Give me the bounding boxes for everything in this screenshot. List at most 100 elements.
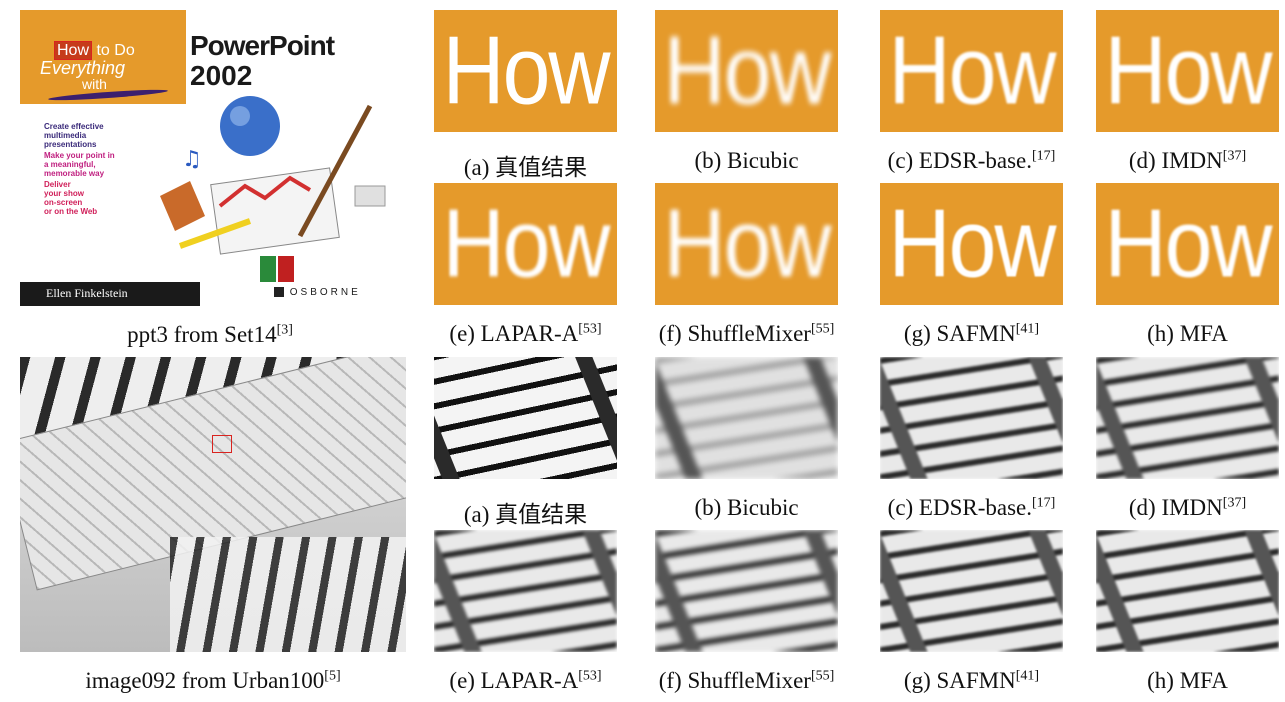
how-crop-tile: How — [880, 10, 1063, 132]
method-caption: (g) SAFMN[41] — [850, 668, 1093, 694]
cover-product: PowerPoint — [190, 30, 335, 61]
urban-caption-ref: [5] — [324, 668, 341, 684]
cover-bullet-line: on-screen — [44, 198, 83, 207]
cover-bullet-line: a meaningful, — [44, 160, 96, 169]
cover-image: How to Do Everything with PowerPoint 200… — [20, 10, 400, 306]
how-crop-tile: How — [434, 183, 617, 305]
cover-caption: ppt3 from Set14[3] — [20, 322, 400, 348]
how-crop-text: How — [442, 17, 610, 125]
cover-year: 2002 — [190, 60, 253, 91]
method-label: (d) IMDN — [1128, 495, 1223, 520]
method-label: (h) MFA — [1147, 668, 1228, 693]
method-label: (h) MFA — [1147, 321, 1228, 346]
method-ref: [55] — [810, 321, 835, 337]
stripe-crop-tile — [880, 530, 1063, 652]
how-crop-tile: How — [880, 183, 1063, 305]
method-label: (f) ShuffleMixer — [658, 321, 811, 346]
method-caption: (h) MFA — [1066, 321, 1285, 347]
method-caption: (f) ShuffleMixer[55] — [625, 668, 868, 694]
how-crop-text: How — [888, 17, 1056, 125]
svg-text:♫: ♫ — [182, 147, 202, 172]
publisher-logo-icon — [274, 287, 284, 298]
stripe-crop-tile — [655, 530, 838, 652]
method-label: (b) Bicubic — [694, 148, 799, 173]
cover-bullet-line: Create effective — [44, 122, 104, 131]
cover-publisher: OSBORNE — [274, 287, 361, 298]
method-label: (g) SAFMN — [903, 321, 1016, 346]
stripe-crop-tile — [434, 530, 617, 652]
cover-everything: Everything — [40, 58, 126, 78]
method-caption: (e) LAPAR-A[53] — [404, 668, 647, 694]
method-label: (a) 真值结果 — [463, 155, 588, 180]
method-ref: [41] — [1015, 668, 1040, 684]
cover-author-bar: Ellen Finkelstein — [20, 282, 200, 306]
method-label: (d) IMDN — [1128, 148, 1223, 173]
method-caption: (c) EDSR-base.[17] — [850, 495, 1093, 521]
method-ref: [55] — [810, 668, 835, 684]
cover-caption-ref: [3] — [276, 322, 293, 338]
method-label: (c) EDSR-base. — [887, 495, 1033, 520]
method-label: (b) Bicubic — [694, 495, 799, 520]
stripe-crop-tile — [655, 357, 838, 479]
stripe-crop-tile — [1096, 530, 1279, 652]
cover-bullet-line: or on the Web — [44, 207, 98, 216]
how-crop-tile: How — [1096, 183, 1279, 305]
method-ref: [17] — [1032, 148, 1056, 164]
cover-bullet-line: Make your point in — [44, 151, 115, 160]
urban-lower-columns — [170, 537, 406, 652]
cover-to-do: to Do — [96, 42, 135, 59]
how-crop-text: How — [663, 190, 831, 298]
method-caption: (g) SAFMN[41] — [850, 321, 1093, 347]
how-crop-tile: How — [434, 10, 617, 132]
method-label: (a) 真值结果 — [463, 502, 588, 527]
urban-caption: image092 from Urban100[5] — [20, 668, 406, 694]
cover-publisher-name: OSBORNE — [289, 287, 361, 298]
method-ref: [37] — [1222, 495, 1247, 511]
method-caption: (b) Bicubic — [625, 148, 868, 174]
cover-bullet-line: multimedia — [44, 131, 87, 140]
cover-author: Ellen Finkelstein — [46, 286, 128, 300]
cover-bullet-line: Deliver — [44, 180, 71, 189]
how-crop-text: How — [888, 190, 1056, 298]
method-caption: (a) 真值结果 — [404, 495, 647, 529]
method-caption: (c) EDSR-base.[17] — [850, 148, 1093, 174]
urban-caption-text: image092 from Urban100 — [85, 668, 325, 693]
cover-how: How — [54, 41, 93, 60]
method-label: (e) LAPAR-A — [449, 668, 579, 693]
cover-illustration: ♫ — [160, 96, 386, 282]
urban-image — [20, 357, 406, 652]
how-crop-text: How — [1104, 17, 1272, 125]
method-ref: [17] — [1032, 495, 1056, 511]
stripe-crop-tile — [1096, 357, 1279, 479]
how-crop-tile: How — [1096, 10, 1279, 132]
cover-bullet-line: your show — [44, 189, 85, 198]
how-crop-text: How — [442, 190, 610, 298]
method-caption: (d) IMDN[37] — [1066, 148, 1285, 174]
stripe-crop-tile — [880, 357, 1063, 479]
method-label: (e) LAPAR-A — [449, 321, 579, 346]
cover-caption-text: ppt3 from Set14 — [127, 322, 277, 347]
how-crop-text: How — [1104, 190, 1272, 298]
method-caption: (f) ShuffleMixer[55] — [625, 321, 868, 347]
method-caption: (d) IMDN[37] — [1066, 495, 1285, 521]
cover-with: with — [82, 76, 107, 92]
cover-bullet-line: memorable way — [44, 169, 105, 178]
cover-bullet-line: presentations — [44, 140, 97, 149]
method-caption: (a) 真值结果 — [404, 148, 647, 182]
method-caption: (e) LAPAR-A[53] — [404, 321, 647, 347]
method-label: (g) SAFMN — [903, 668, 1016, 693]
how-crop-tile: How — [655, 10, 838, 132]
method-label: (f) ShuffleMixer — [658, 668, 811, 693]
method-ref: [53] — [578, 668, 602, 684]
how-crop-text: How — [663, 17, 831, 125]
how-crop-tile: How — [655, 183, 838, 305]
method-ref: [37] — [1222, 148, 1247, 164]
urban-highlight-box — [212, 435, 232, 453]
method-ref: [41] — [1015, 321, 1040, 337]
method-caption: (b) Bicubic — [625, 495, 868, 521]
cover-title-box — [20, 10, 186, 104]
method-label: (c) EDSR-base. — [887, 148, 1033, 173]
method-ref: [53] — [578, 321, 602, 337]
stripe-crop-tile — [434, 357, 617, 479]
